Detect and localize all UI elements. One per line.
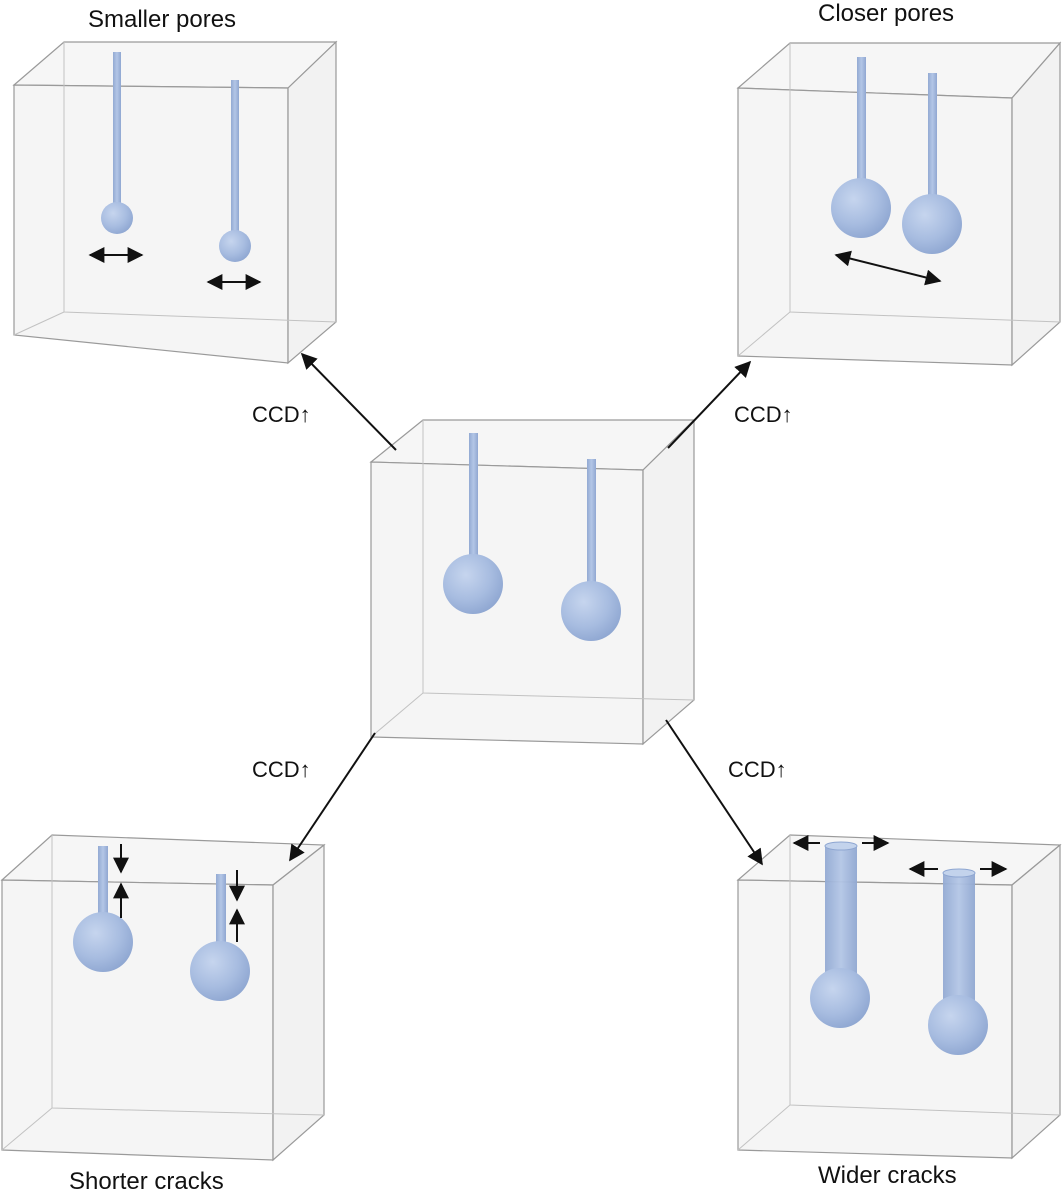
pore-right [561, 459, 621, 641]
arrow-to-closer-pores [667, 360, 752, 449]
pore-left [443, 433, 503, 614]
box-reference [369, 418, 696, 746]
arrow-to-smaller-pores [300, 352, 397, 451]
arrow-to-wider-cracks [665, 719, 763, 866]
ccd-label-top-left: CCD↑ [252, 402, 311, 427]
title-closer-pores: Closer pores [818, 0, 955, 27]
pore-right [902, 73, 962, 254]
title-shorter-cracks: Shorter cracks [69, 1168, 224, 1193]
pore-right [219, 80, 251, 262]
box-shorter-cracks [0, 834, 326, 1162]
ccd-label-bottom-right: CCD↑ [728, 757, 787, 782]
pore-right [928, 868, 988, 1055]
ccd-label-bottom-left: CCD↑ [252, 757, 311, 782]
pore-distance-arrow [834, 250, 942, 286]
ccd-label-top-right: CCD↑ [734, 402, 793, 427]
pore-left [101, 52, 133, 234]
arrow-to-shorter-cracks [289, 732, 376, 862]
title-wider-cracks: Wider cracks [818, 1162, 957, 1189]
pore-left [810, 841, 870, 1028]
title-smaller-pores: Smaller pores [88, 6, 237, 33]
box-closer-pores [736, 41, 1062, 367]
pore-right [190, 874, 250, 1001]
pore-left [831, 57, 891, 238]
box-wider-cracks [736, 834, 1062, 1160]
pore-left [73, 846, 133, 972]
box-smaller-pores [12, 40, 338, 365]
